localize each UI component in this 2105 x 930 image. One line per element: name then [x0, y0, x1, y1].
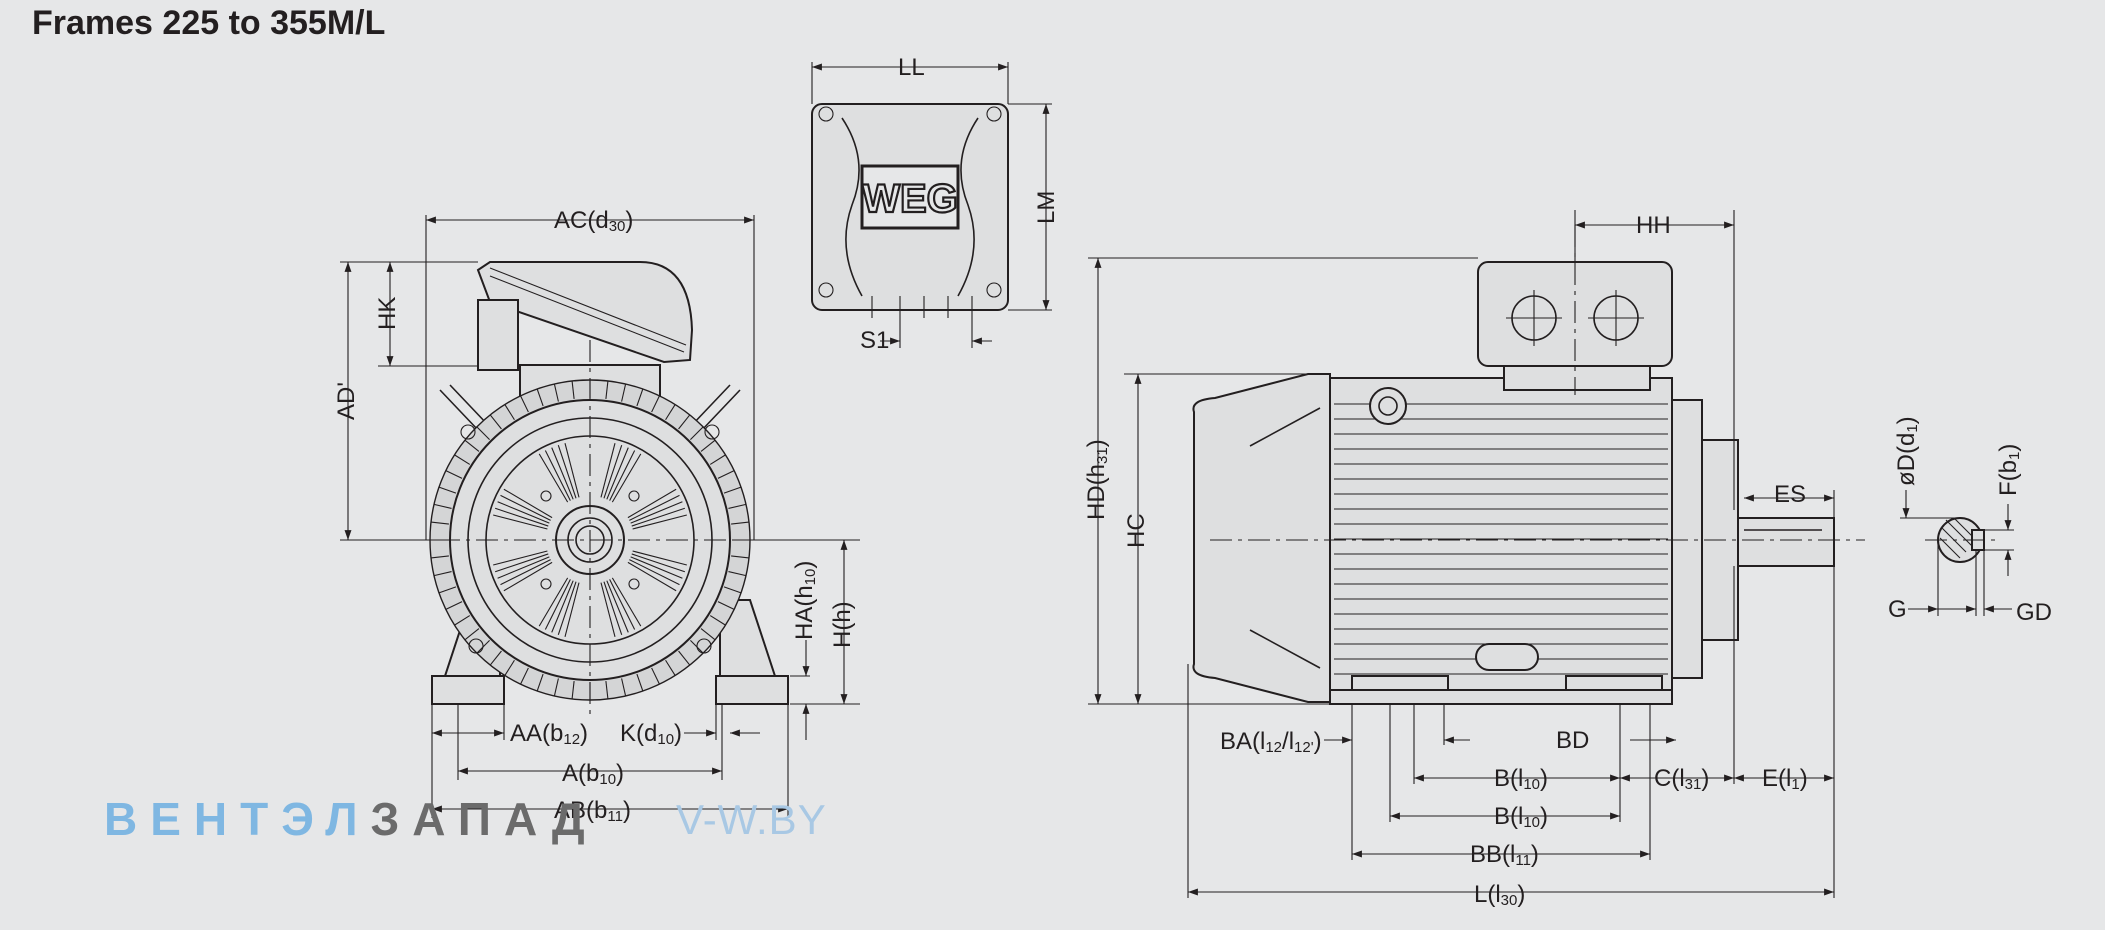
side-view: HH HD(h31) HC ES BA(l12/l12') BD B(l10 — [1083, 210, 1865, 909]
shaft-section-view: øD(d1) F(b1) G GD — [1888, 416, 2052, 626]
weg-logo: WEG — [860, 164, 960, 230]
dim-label-A: A(b10) — [562, 760, 624, 788]
right-foot — [715, 675, 789, 705]
dim-label-BB: BB(l11) — [1470, 841, 1539, 869]
left-foot — [431, 675, 505, 705]
dim-label-D: øD(d1) — [1893, 416, 1921, 486]
dim-label-AB: AB(b11) — [554, 797, 631, 825]
watermark-url: V-W.BY — [676, 796, 827, 843]
dim-label-B-lower: B(l10) — [1494, 803, 1548, 831]
svg-text:WEG: WEG — [862, 177, 958, 221]
front-terminal-box — [476, 261, 694, 364]
front-view: AC(d30) HK AD' HA(h10) H(h) AA(b12) K — [333, 207, 860, 825]
shaft — [1737, 517, 1835, 567]
page-title: Frames 225 to 355M/L — [32, 4, 386, 42]
fan-cover — [1192, 373, 1331, 703]
dim-label-H: H(h) — [829, 601, 856, 648]
dim-label-L: L(l30) — [1474, 881, 1525, 909]
dim-label-BA: BA(l12/l12') — [1220, 728, 1322, 756]
watermark-logo: ВЕНТЭЛЗАПАД — [104, 793, 598, 845]
dim-label-HD: HD(h31) — [1083, 439, 1111, 520]
dim-label-HA: HA(h10) — [791, 561, 819, 640]
side-cooling-fins — [1334, 403, 1668, 675]
dim-label-LM: LM — [1033, 191, 1060, 224]
dim-label-GD: GD — [2016, 599, 2052, 626]
dim-label-S1: S1 — [860, 327, 889, 354]
dim-label-AC: AC(d30) — [554, 207, 633, 235]
dim-label-G: G — [1888, 596, 1907, 623]
dim-label-ES: ES — [1774, 481, 1806, 508]
dim-label-F: F(b1) — [1995, 444, 2023, 496]
dim-label-HH: HH — [1636, 212, 1671, 239]
dim-label-BD: BD — [1556, 727, 1589, 754]
dim-label-C: C(l31) — [1654, 765, 1709, 793]
dim-label-E: E(l1) — [1762, 765, 1808, 793]
dim-label-LL: LL — [898, 54, 925, 81]
dim-label-B-upper: B(l10) — [1494, 765, 1548, 793]
dim-label-HK: HK — [374, 297, 401, 330]
dim-label-HC: HC — [1123, 513, 1150, 548]
fan-cover-slots — [493, 443, 687, 637]
dim-label-AA: AA(b12) — [510, 720, 588, 748]
dim-label-AD: AD' — [333, 382, 360, 420]
dim-label-K: K(d10) — [620, 720, 682, 748]
terminal-box-view: WEG LL LM S1 — [811, 54, 1060, 354]
